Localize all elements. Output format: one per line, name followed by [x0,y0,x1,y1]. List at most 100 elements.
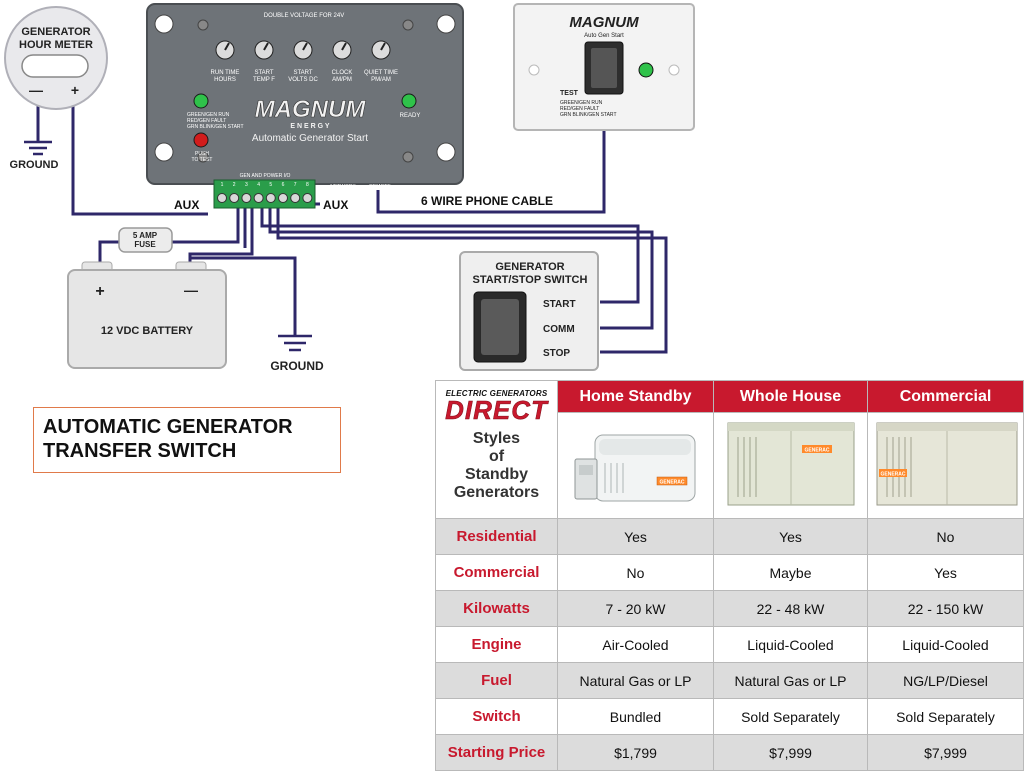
dial-start-temp[interactable] [254,40,274,60]
push-to-test-button[interactable] [193,132,209,148]
table-cell: Natural Gas or LP [557,662,714,699]
terminal-number: 8 [306,182,309,188]
table-cell: Yes [713,518,868,555]
ground-label-left: GROUND [10,159,59,171]
dial-label: RUN TIME [211,70,240,76]
controller-brand: MAGNUM [255,96,367,123]
dial-run-time[interactable] [215,40,235,60]
terminal-number: 3 [245,182,248,188]
terminal-screw-icon[interactable] [290,193,301,203]
generator-start-stop-switch: GENERATOR START/STOP SWITCH START COMM S… [459,251,599,371]
mount-hole-icon [154,142,174,162]
dial-label: QUIET TIME [364,70,398,76]
wires [36,98,668,354]
terminal-screw-icon[interactable] [265,193,276,203]
status-text: GREEN/GEN RUN [187,112,230,118]
terminal-screw-icon[interactable] [278,193,288,203]
title-line-1: AUTOMATIC GENERATOR [43,416,293,438]
dial-start-volts[interactable] [293,40,313,60]
row-label: Starting Price [435,734,558,771]
table-cell: No [867,518,1024,555]
commercial-image-cell: GENERAC [867,412,1024,519]
remote-brand: MAGNUM [569,14,639,31]
column-header-whole-house: Whole House [713,380,868,413]
table-cell: NG/LP/Diesel [867,662,1024,699]
battery-minus: — [184,282,198,298]
terminal-screw-icon[interactable] [302,193,313,203]
io-label: GEN AND POWER I/O [240,173,291,179]
status-text: GRN BLINK/GEN START [187,124,244,130]
ready-label: READY [400,113,421,119]
controller-brand-sub: E N E R G Y [290,123,329,130]
fuse: 5 AMP FUSE [118,227,173,253]
hour-meter-label-2: HOUR METER [19,39,93,51]
table-cell: Maybe [713,554,868,591]
remote-port-label: REMOTE [369,184,391,190]
ground-label-bottom: GROUND [270,359,324,373]
screw-icon [402,151,414,163]
screw-hole-icon [528,64,540,76]
dial-quiet-time[interactable] [371,40,391,60]
home-standby-image-cell: GENERAC [557,412,714,519]
terminal-number: 5 [269,182,272,188]
ready-led-icon [401,93,417,109]
table-cell: $7,999 [713,734,868,771]
switch-stop-label: STOP [543,348,570,359]
hour-meter-label-1: GENERATOR [21,26,90,38]
terminal-screw-icon[interactable] [253,193,264,203]
controller-product-name: Automatic Generator Start [252,133,368,144]
terminal-screw-icon[interactable] [229,193,240,203]
row-label: Commercial [435,554,558,591]
whole-house-generator-image: GENERAC [727,422,854,506]
push-test-label: PUSH [195,151,209,157]
table-cell: 22 - 48 kW [713,590,868,627]
hour-meter-display [21,54,89,78]
title-line-2: TRANSFER SWITCH [43,440,237,462]
table-cell: Liquid-Cooled [713,626,868,663]
mount-hole-icon [436,142,456,162]
table-row: Starting Price$1,799$7,999$7,999 [435,734,1024,771]
battery: + — 12 VDC BATTERY [67,261,227,369]
terminal-number: 4 [257,182,260,188]
dial-label: PM/AM [371,77,391,83]
whole-house-image-cell: GENERAC [713,412,868,519]
brand-subtitle-line: of [488,448,505,465]
terminal-number: 2 [233,182,236,188]
terminal-screw-icon[interactable] [241,193,252,203]
remote-status-led-icon [638,62,654,78]
terminal-number: 6 [282,182,285,188]
row-label: Kilowatts [435,590,558,627]
row-label: Residential [435,518,558,555]
ground-symbol-bottom [278,334,312,352]
brand-subtitle-line: Styles [472,430,521,447]
remote-status-line: GREEN/GEN RUN [560,100,603,106]
brand-subtitle-line: Generators [453,484,540,501]
column-header-home-standby: Home Standby [557,380,714,413]
home-standby-generator-image: GENERAC [574,434,695,502]
mount-hole-icon [436,14,456,34]
table-cell: No [557,554,714,591]
mount-hole-icon [154,14,174,34]
switch-title: GENERATOR [495,261,564,273]
dial-label: VOLTS DC [288,77,318,83]
table-cell: Bundled [557,698,714,735]
dial-label: START [293,70,312,76]
brand-logo: DIRECT [445,395,548,425]
terminal-number: 1 [221,182,224,188]
switch-title: START/STOP SWITCH [473,274,588,286]
row-label: Fuel [435,662,558,699]
terminal-screw-icon[interactable] [217,193,227,203]
wiring-diagram: GENERATOR HOUR METER — + GROUND DOUBLE V… [4,3,695,373]
dial-clock[interactable] [332,40,352,60]
battery-plus: + [95,283,104,300]
table-cell: $7,999 [867,734,1024,771]
generac-badge: GENERAC [804,448,829,454]
table-cell: 22 - 150 kW [867,590,1024,627]
aux-label-left: AUX [174,198,199,212]
generac-badge: GENERAC [659,480,684,486]
